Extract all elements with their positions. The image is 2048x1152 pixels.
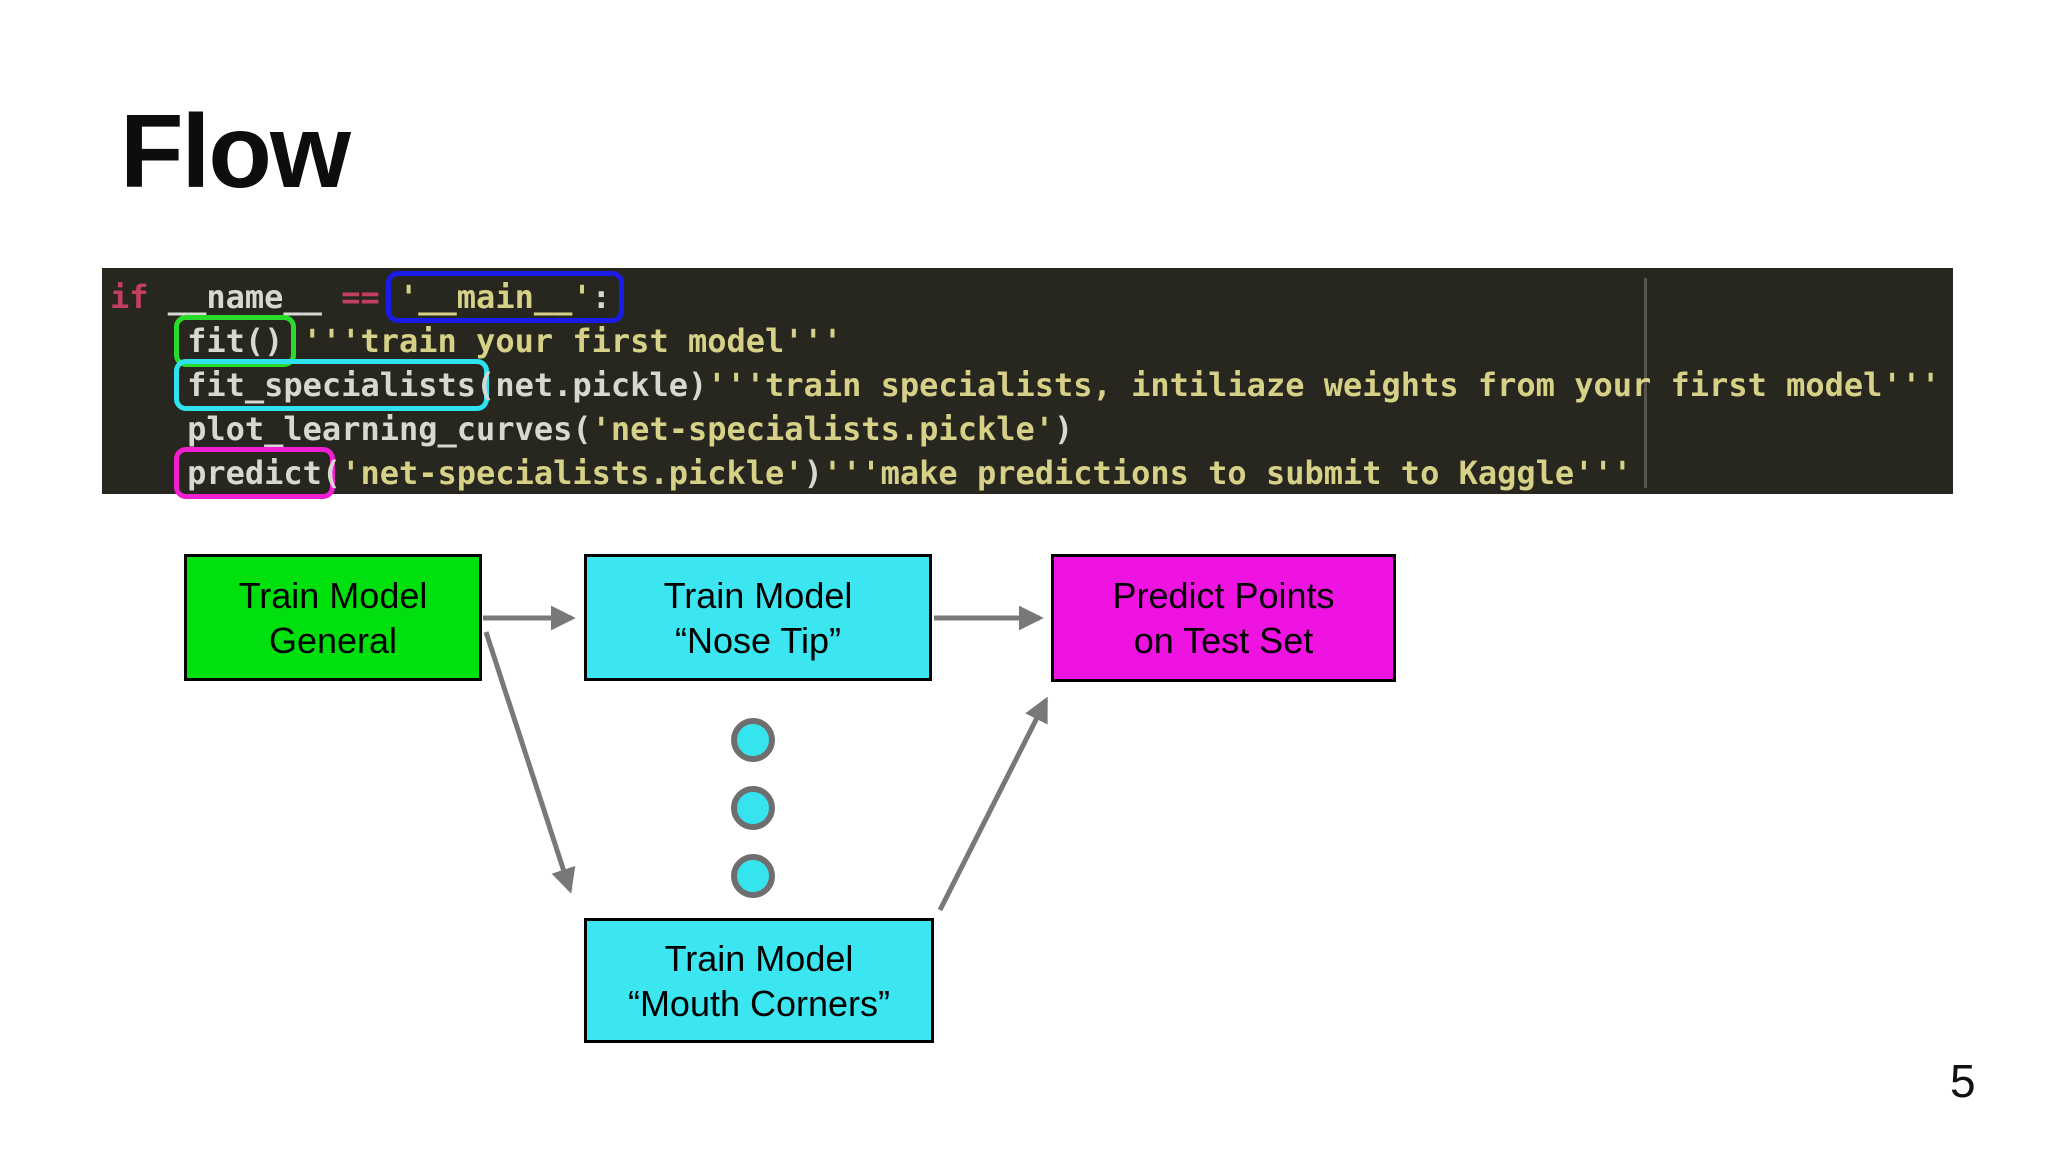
ellipsis-dot: [731, 718, 775, 762]
code-line-plot-learning-curves: plot_learning_curves('net-specialists.pi…: [110, 407, 1953, 451]
comment-train-first-model: '''train your first model''': [302, 322, 843, 360]
string-net-specialists-pickle: 'net-specialists.pickle': [341, 454, 804, 492]
arrow-mouth-to-predict: [937, 696, 1049, 912]
page-number: 5: [1950, 1055, 1976, 1107]
space: [283, 322, 302, 360]
node-label-line: General: [268, 619, 398, 661]
node-label-line: Train Model: [663, 574, 853, 616]
operator-eq: ==: [341, 278, 380, 316]
keyword-if: if: [110, 278, 149, 316]
node-label-line: on Test Set: [1133, 620, 1314, 661]
highlight-fit-specialists-box: fit_specialists: [174, 359, 490, 411]
args-net-pickle: (net.pickle): [476, 366, 708, 404]
code-line-if-main: if __name__ == '__main__':: [110, 271, 1953, 323]
node-train-model-nose-tip: Train Model “Nose Tip”: [584, 554, 932, 681]
node-label-line: Predict Points: [1112, 575, 1335, 616]
code-line-fit-specialists: fit_specialists(net.pickle)'''train spec…: [110, 359, 1953, 411]
node-label-line: “Mouth Corners”: [627, 982, 891, 1024]
highlight-predict-box: predict: [174, 447, 335, 499]
open-paren: (: [321, 454, 342, 492]
comment-train-specialists: '''train specialists, intiliaze weights …: [707, 366, 1941, 404]
string-net-specialists-pickle: 'net-specialists.pickle': [591, 410, 1055, 448]
token-predict: predict: [187, 454, 322, 492]
ellipsis-dot: [731, 786, 775, 830]
editor-column-guide: [1644, 278, 1647, 488]
highlight-main-box: '__main__':: [385, 271, 624, 323]
node-label-line: Train Model: [664, 937, 854, 979]
variable-name-dunder: __name__: [148, 278, 342, 316]
node-train-model-general: Train Model General: [184, 554, 482, 681]
node-predict-points-on-test-set: Predict Points on Test Set: [1051, 554, 1396, 682]
arrow-general-to-mouth: [483, 631, 576, 894]
code-line-predict: predict('net-specialists.pickle')'''make…: [110, 447, 1953, 499]
highlight-fit-box: fit(): [174, 315, 297, 367]
close-paren: ): [1054, 410, 1074, 448]
call-plot-learning-curves: plot_learning_curves(: [110, 410, 592, 448]
ellipsis-dot: [731, 854, 775, 898]
node-label-line: Train Model: [238, 574, 428, 616]
token-fit-call: fit(): [187, 322, 284, 360]
code-line-fit: fit() '''train your first model''': [110, 315, 1953, 367]
node-label-line: “Nose Tip”: [674, 619, 842, 661]
close-paren: ): [803, 454, 823, 492]
node-train-model-mouth-corners: Train Model “Mouth Corners”: [584, 918, 934, 1043]
string-main: '__main__': [398, 278, 592, 316]
code-snippet: if __name__ == '__main__': fit() '''trai…: [102, 268, 1953, 499]
comment-make-predictions: '''make predictions to submit to Kaggle'…: [822, 454, 1632, 492]
colon: :: [591, 278, 611, 316]
page-title: Flow: [120, 94, 351, 210]
token-fit-specialists: fit_specialists: [187, 366, 477, 404]
